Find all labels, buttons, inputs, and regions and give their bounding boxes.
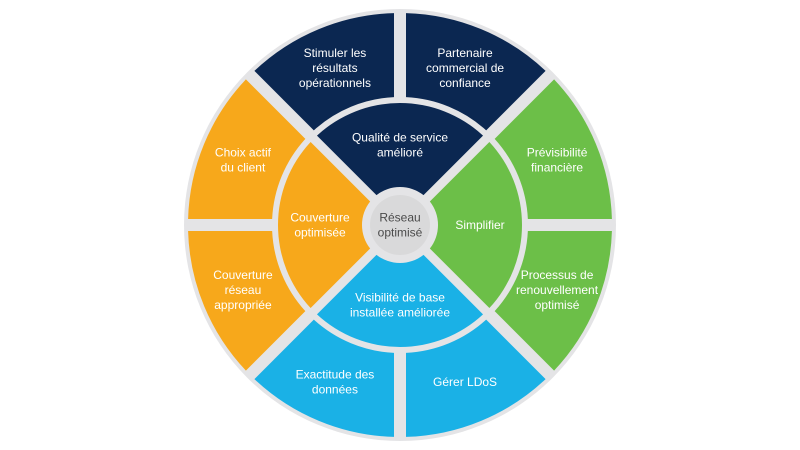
- outer.5-label-line: appropriée: [214, 298, 272, 312]
- outer.7-label-line: résultats: [312, 61, 357, 75]
- outer-gerer-ldos-segment: [406, 319, 546, 437]
- outer.0-label-line: commercial de: [426, 61, 504, 75]
- outer.1-label-line: Prévisibilité: [527, 145, 588, 159]
- inner.0-label-line: amélioré: [377, 146, 423, 160]
- outer.5-label-line: réseau: [225, 283, 262, 297]
- inner-qualite-segment: [316, 102, 484, 196]
- center-hub: [370, 195, 430, 255]
- outer.5-label-line: Couverture: [213, 268, 273, 282]
- inner.2-label-line: Visibilité de base: [355, 291, 445, 305]
- outer.0-label-line: Partenaire: [437, 46, 493, 60]
- inner.2-label-line: installée améliorée: [350, 306, 450, 320]
- outer.2-label-line: renouvellement: [516, 283, 599, 297]
- outer-partenaire-segment: [406, 13, 546, 131]
- inner-visibilite-segment: [316, 254, 484, 348]
- inner.1-label-line: Simplifier: [455, 218, 504, 232]
- outer.1-label-line: financière: [531, 160, 583, 174]
- outer-stimuler-segment: [254, 13, 394, 131]
- outer-choix-actif-segment: [188, 79, 306, 220]
- outer.6-label-line: Choix actif: [215, 145, 272, 159]
- outer.2-label-line: Processus de: [521, 268, 594, 282]
- outer.7-label-line: Stimuler les: [304, 46, 367, 60]
- outer.6-label-line: du client: [221, 160, 266, 174]
- inner.0-label-line: Qualité de service: [352, 131, 448, 145]
- inner-simplifier-segment: [429, 141, 523, 309]
- outer.4-label-line: Exactitude des: [296, 368, 375, 382]
- center-label-line: Réseau: [379, 211, 420, 225]
- outer-processus-segment: [494, 231, 612, 371]
- outer-couverture-reseau-segment: [188, 231, 306, 371]
- outer-previsibilite-segment: [494, 79, 612, 220]
- outer.3-label-line: Gérer LDoS: [433, 375, 497, 389]
- center-label-line: optimisé: [378, 226, 423, 240]
- outer.2-label-line: optimisé: [535, 298, 580, 312]
- inner.3-label-line: optimisée: [294, 226, 346, 240]
- outer.0-label-line: confiance: [439, 76, 491, 90]
- inner-couverture-segment: [277, 141, 371, 309]
- inner.3-label-line: Couverture: [290, 211, 350, 225]
- outer.4-label-line: données: [312, 383, 358, 397]
- outer.7-label-line: opérationnels: [299, 76, 371, 90]
- outer-exactitude-segment: [254, 319, 394, 437]
